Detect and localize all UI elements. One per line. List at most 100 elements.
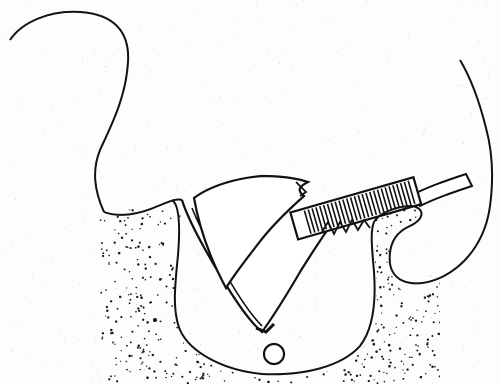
- stipple-dot: [381, 324, 383, 326]
- stipple-dot: [318, 365, 319, 366]
- speckle-dot: [387, 61, 388, 62]
- speckle-dot: [484, 58, 485, 59]
- stipple-dot: [306, 301, 308, 303]
- stipple-dot: [379, 254, 381, 256]
- stipple-dot: [447, 301, 449, 303]
- stipple-dot: [187, 330, 189, 332]
- speckle-dot: [472, 183, 473, 184]
- stipple-dot: [347, 371, 349, 373]
- speckle-dot: [116, 288, 117, 289]
- stipple-dot: [199, 354, 200, 355]
- stipple-dot: [391, 225, 392, 226]
- stipple-dot: [390, 362, 392, 364]
- stipple-dot: [302, 308, 304, 310]
- stipple-dot: [199, 251, 200, 252]
- stipple-dot: [409, 334, 411, 336]
- stipple-dot: [415, 344, 417, 346]
- speckle-dot: [135, 232, 136, 233]
- stipple-dot: [119, 220, 121, 222]
- stipple-dot: [375, 323, 376, 324]
- speckle-dot: [334, 22, 335, 23]
- stipple-dot: [403, 363, 404, 364]
- stipple-dot: [441, 288, 444, 291]
- stipple-dot: [136, 194, 138, 196]
- speckle-dot: [220, 96, 221, 97]
- stipple-dot: [439, 321, 441, 323]
- stipple-dot: [142, 362, 144, 364]
- stipple-dot: [404, 278, 406, 280]
- stipple-dot: [388, 359, 389, 360]
- stipple-dot: [202, 251, 204, 253]
- stipple-dot: [439, 244, 441, 246]
- stipple-dot: [110, 329, 113, 332]
- speckle-dot: [3, 167, 4, 168]
- stipple-dot: [209, 266, 211, 268]
- stipple-dot: [159, 278, 162, 281]
- stipple-dot: [149, 302, 151, 304]
- speckle-dot: [398, 301, 399, 302]
- stipple-dot: [347, 299, 349, 301]
- speckle-dot: [265, 97, 266, 98]
- stipple-dot: [141, 363, 142, 364]
- speckle-dot: [128, 371, 129, 372]
- stipple-dot: [338, 241, 339, 242]
- stipple-dot: [144, 313, 146, 315]
- stipple-dot: [160, 320, 162, 322]
- speckle-dot: [461, 85, 462, 86]
- stipple-dot: [357, 264, 360, 267]
- stipple-dot: [118, 233, 120, 235]
- stipple-dot: [425, 373, 426, 374]
- stipple-dot: [441, 200, 443, 202]
- speckle-dot: [213, 367, 214, 368]
- speckle-dot: [84, 23, 85, 24]
- speckle-dot: [74, 147, 75, 148]
- stipple-dot: [391, 284, 393, 286]
- stipple-dot: [371, 274, 372, 275]
- stipple-dot: [164, 370, 166, 372]
- stipple-dot: [178, 276, 180, 278]
- stipple-dot: [209, 308, 210, 309]
- speckle-dot: [268, 150, 269, 151]
- stipple-dot: [439, 311, 440, 312]
- stipple-dot: [147, 200, 149, 202]
- stipple-dot: [266, 334, 268, 336]
- stipple-dot: [250, 349, 252, 351]
- stipple-dot: [331, 306, 332, 307]
- stipple-dot: [290, 365, 292, 367]
- stipple-dot: [325, 276, 327, 278]
- speckle-dot: [285, 95, 286, 96]
- stipple-dot: [108, 262, 110, 264]
- stipple-dot: [130, 316, 132, 318]
- stipple-dot: [319, 307, 321, 309]
- speckle-dot: [390, 50, 391, 51]
- speckle-dot: [82, 209, 83, 210]
- stipple-dot: [115, 320, 117, 322]
- stipple-dot: [199, 321, 200, 322]
- stipple-dot: [377, 230, 379, 232]
- speckle-dot: [146, 79, 147, 80]
- stipple-dot: [308, 316, 309, 317]
- stipple-dot: [315, 295, 317, 297]
- outer-soft-tissue-outline: [10, 12, 128, 212]
- stipple-dot: [228, 319, 230, 321]
- stipple-dot: [363, 295, 365, 297]
- stipple-dot: [157, 294, 159, 296]
- stipple-dot: [363, 310, 365, 312]
- stipple-dot: [137, 259, 138, 260]
- stipple-dot: [195, 310, 196, 311]
- speckle-dot: [167, 317, 168, 318]
- speckle-dot: [104, 67, 105, 68]
- stipple-dot: [145, 279, 147, 281]
- stipple-dot: [305, 300, 307, 302]
- speckle-dot: [299, 337, 300, 338]
- stipple-dot: [355, 360, 357, 362]
- stipple-dot: [143, 349, 145, 351]
- stipple-dot: [137, 263, 139, 265]
- stipple-dot: [211, 324, 213, 326]
- stipple-dot: [369, 296, 372, 299]
- stipple-dot: [325, 324, 327, 326]
- stipple-dot: [340, 296, 342, 298]
- stipple-dot: [119, 199, 121, 201]
- stipple-dot: [183, 342, 184, 343]
- stipple-dot: [209, 376, 210, 377]
